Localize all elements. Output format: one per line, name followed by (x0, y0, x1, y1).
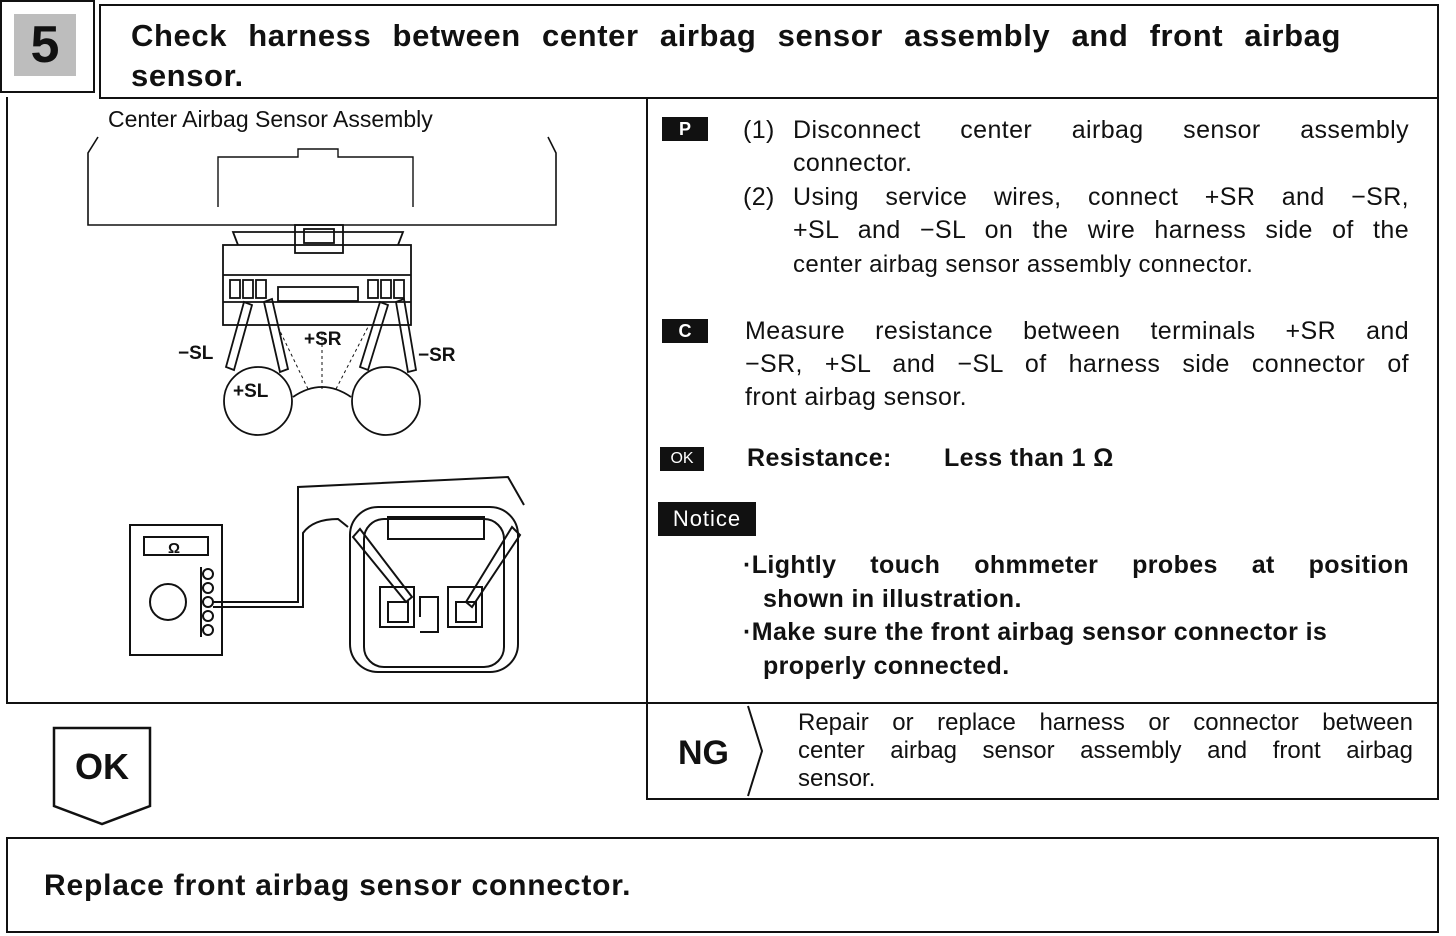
ok-arrow-tag (52, 726, 152, 826)
step2-line2: +SL and −SL on the wire harness side of … (793, 216, 1409, 244)
check-line3: front airbag sensor. (745, 383, 968, 411)
ohmmeter-symbol: Ω (168, 540, 180, 557)
ng-line1: Repair or replace harness or connector b… (798, 709, 1413, 736)
step-number-box: 5 (0, 0, 95, 93)
ng-line2: center airbag sensor assembly and front … (798, 737, 1413, 764)
step1-line2: connector. (793, 149, 913, 177)
ng-result-box: NG Repair or replace harness or connecto… (646, 702, 1439, 800)
terminal-minus-sr: −SR (418, 345, 456, 366)
wiring-illustration: Center Airbag Sensor Assembly (87, 106, 557, 673)
ng-label: NG (678, 734, 729, 772)
notice2-line2: properly connected. (763, 652, 1010, 680)
notice1-line2: shown in illustration. (763, 585, 1022, 613)
ng-chevron-icon (747, 705, 764, 797)
sensor-inner-notch (217, 148, 414, 207)
check-line2: −SR, +SL and −SL of harness side connect… (745, 350, 1409, 378)
step-number: 5 (30, 16, 60, 74)
front-sensor-connector (349, 506, 522, 673)
step2-line3: center airbag sensor assembly connector. (793, 251, 1254, 278)
notice-badge: Notice (658, 502, 756, 536)
terminal-plus-sr: +SR (304, 329, 342, 350)
step1-line1: Disconnect center airbag sensor assembly (793, 116, 1409, 144)
resistance-value: Less than 1 Ω (944, 444, 1114, 472)
ng-action-text: Repair or replace harness or connector b… (798, 709, 1413, 793)
figure-panel: Center Airbag Sensor Assembly (6, 97, 648, 704)
step2-number: (2) (743, 183, 775, 211)
ok-badge: OK (660, 447, 704, 471)
step1-number: (1) (743, 116, 775, 144)
ok-label: OK (75, 746, 129, 787)
ng-line3: sensor. (798, 765, 876, 792)
step-title: Check harness between center airbag sens… (131, 18, 1341, 93)
procedure-panel: P (1) Disconnect center airbag sensor as… (646, 97, 1439, 704)
notice1-line1: ·Lightly touch ohmmeter probes at positi… (743, 551, 1409, 579)
step2-line1: Using service wires, connect +SR and −SR… (793, 183, 1409, 211)
terminal-minus-sl: −SL (178, 343, 214, 364)
result-text: Replace front airbag sensor connector. (44, 869, 632, 902)
sensor-housing (87, 136, 557, 226)
step-number-background (14, 14, 76, 76)
prep-badge: P (662, 117, 708, 141)
check-line1: Measure resistance between terminals +SR… (745, 317, 1409, 345)
result-box: Replace front airbag sensor connector. (6, 837, 1439, 933)
terminal-plus-sl: +SL (233, 381, 269, 402)
step-header: Check harness between center airbag sens… (99, 4, 1439, 99)
notice2-line1: ·Make sure the front airbag sensor conne… (743, 618, 1328, 646)
check-badge: C (662, 319, 708, 343)
resistance-label: Resistance: (747, 444, 892, 472)
center-sensor-label: Center Airbag Sensor Assembly (108, 106, 433, 132)
ohmmeter (129, 524, 223, 656)
center-probes (223, 297, 421, 436)
meter-leads (213, 475, 525, 608)
